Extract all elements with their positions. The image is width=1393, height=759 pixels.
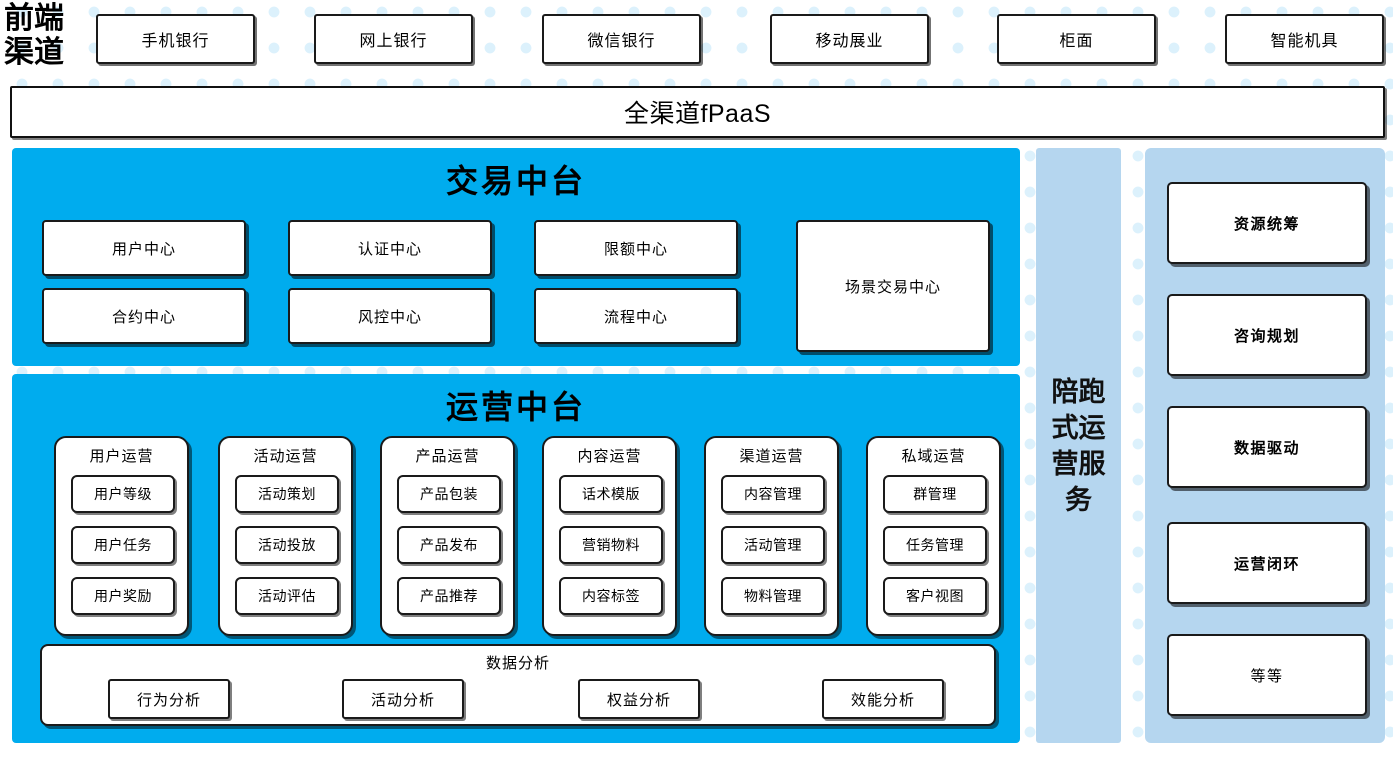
ops-pill-marketing-material[interactable]: 营销物料 [559, 526, 663, 564]
channel-box-mobile-bank[interactable]: 手机银行 [96, 14, 255, 64]
ops-pill-group-manage[interactable]: 群管理 [883, 475, 987, 513]
ops-pill-content-tag[interactable]: 内容标签 [559, 577, 663, 615]
ops-column-channel: 渠道运营 内容管理 活动管理 物料管理 [704, 436, 839, 636]
ops-column-activity-title: 活动运营 [253, 448, 318, 465]
trade-platform-title: 交易中台 [445, 163, 586, 199]
data-analysis-pill-behavior[interactable]: 行为分析 [108, 679, 230, 719]
channel-label-line-1: 前端 [4, 2, 64, 35]
ops-pill-material-manage[interactable]: 物料管理 [721, 577, 825, 615]
omnichannel-fpaas-bar[interactable]: 全渠道fPaaS [10, 86, 1385, 138]
ops-column-private-domain-title: 私域运营 [901, 448, 966, 465]
capability-box-etc[interactable]: 等等 [1167, 634, 1367, 716]
ops-pill-activity-plan[interactable]: 活动策划 [235, 475, 339, 513]
accompanying-operation-service-column: 陪跑式运营服务 [1036, 148, 1121, 743]
data-analysis-pill-activity[interactable]: 活动分析 [342, 679, 464, 719]
ops-column-content-title: 内容运营 [577, 448, 642, 465]
accompanying-operation-service-label: 陪跑式运营服务 [1051, 376, 1106, 515]
ops-pill-content-manage[interactable]: 内容管理 [721, 475, 825, 513]
ops-pill-product-release[interactable]: 产品发布 [397, 526, 501, 564]
front-end-channel-label: 前端 渠道 [4, 2, 88, 70]
ops-pill-activity-delivery[interactable]: 活动投放 [235, 526, 339, 564]
data-analysis-pill-benefit[interactable]: 权益分析 [578, 679, 700, 719]
data-analysis-pill-efficiency[interactable]: 效能分析 [822, 679, 944, 719]
trade-box-contract-center[interactable]: 合约中心 [42, 288, 246, 344]
trade-box-limit-center[interactable]: 限额中心 [534, 220, 738, 276]
ops-column-product-title: 产品运营 [415, 448, 480, 465]
trade-box-risk-center[interactable]: 风控中心 [288, 288, 492, 344]
ops-column-user: 用户运营 用户等级 用户任务 用户奖励 [54, 436, 189, 636]
capability-box-data-driven[interactable]: 数据驱动 [1167, 406, 1367, 488]
ops-column-content: 内容运营 话术模版 营销物料 内容标签 [542, 436, 677, 636]
ops-column-user-title: 用户运营 [89, 448, 154, 465]
ops-pill-script-template[interactable]: 话术模版 [559, 475, 663, 513]
channel-label-line-2: 渠道 [4, 36, 64, 69]
ops-pill-user-reward[interactable]: 用户奖励 [71, 577, 175, 615]
data-analysis-title: 数据分析 [485, 655, 550, 672]
front-end-channel-row: 前端 渠道 手机银行 网上银行 微信银行 移动展业 柜面 智能机具 [0, 0, 1393, 78]
ops-pill-product-package[interactable]: 产品包装 [397, 475, 501, 513]
channel-box-online-bank[interactable]: 网上银行 [314, 14, 473, 64]
ops-pill-user-task[interactable]: 用户任务 [71, 526, 175, 564]
ops-pill-task-manage[interactable]: 任务管理 [883, 526, 987, 564]
ops-column-activity: 活动运营 活动策划 活动投放 活动评估 [218, 436, 353, 636]
capability-box-operation-closed-loop[interactable]: 运营闭环 [1167, 522, 1367, 604]
ops-column-private-domain: 私域运营 群管理 任务管理 客户视图 [866, 436, 1001, 636]
ops-pill-customer-view[interactable]: 客户视图 [883, 577, 987, 615]
trade-middle-platform-panel: 交易中台 用户中心 认证中心 限额中心 合约中心 风控中心 流程中心 场景交易中… [12, 148, 1020, 366]
ops-pill-activity-manage[interactable]: 活动管理 [721, 526, 825, 564]
trade-box-user-center[interactable]: 用户中心 [42, 220, 246, 276]
channel-box-smart-machine[interactable]: 智能机具 [1225, 14, 1384, 64]
ops-pill-product-recommend[interactable]: 产品推荐 [397, 577, 501, 615]
ops-column-product: 产品运营 产品包装 产品发布 产品推荐 [380, 436, 515, 636]
data-analysis-section: 数据分析 行为分析 活动分析 权益分析 效能分析 [40, 644, 996, 726]
trade-box-auth-center[interactable]: 认证中心 [288, 220, 492, 276]
ops-pill-user-level[interactable]: 用户等级 [71, 475, 175, 513]
trade-box-scenario-center[interactable]: 场景交易中心 [796, 220, 990, 352]
trade-box-process-center[interactable]: 流程中心 [534, 288, 738, 344]
channel-box-counter[interactable]: 柜面 [997, 14, 1156, 64]
ops-pill-activity-eval[interactable]: 活动评估 [235, 577, 339, 615]
capability-column: 资源统筹 咨询规划 数据驱动 运营闭环 等等 [1145, 148, 1385, 743]
channel-box-wechat-bank[interactable]: 微信银行 [542, 14, 701, 64]
ops-platform-title: 运营中台 [445, 389, 586, 425]
ops-column-channel-title: 渠道运营 [739, 448, 804, 465]
capability-box-consulting-planning[interactable]: 咨询规划 [1167, 294, 1367, 376]
capability-box-resource-coordination[interactable]: 资源统筹 [1167, 182, 1367, 264]
channel-box-mobile-biz[interactable]: 移动展业 [770, 14, 929, 64]
